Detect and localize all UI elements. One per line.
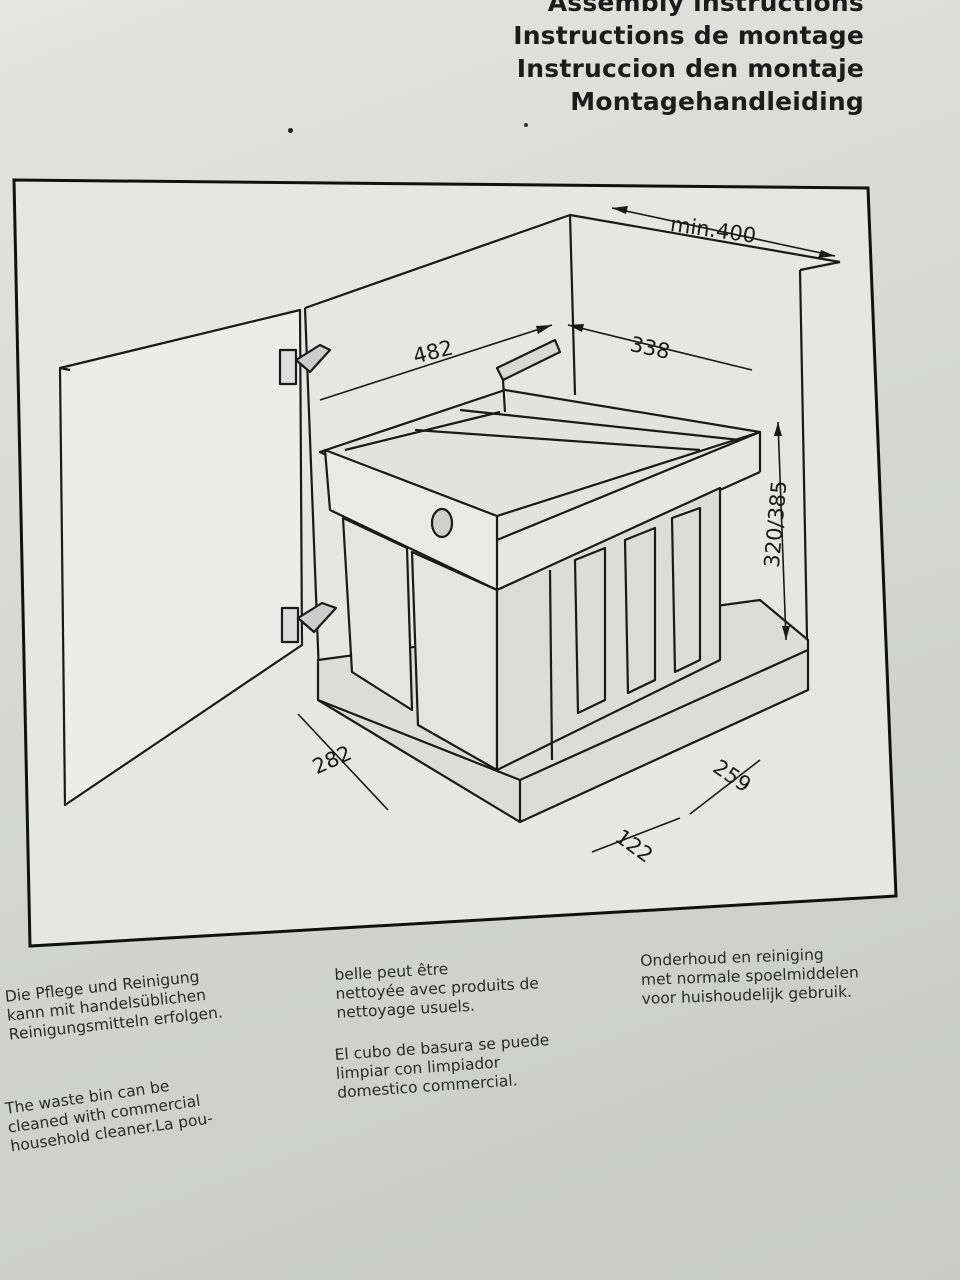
heading-fr: Instructions de montage <box>513 21 864 50</box>
hinge-top <box>278 343 332 386</box>
cabinet-drawing <box>12 178 898 948</box>
dimension-arrows <box>536 206 835 640</box>
title-block: Assembly instructions Instructions de mo… <box>344 0 864 118</box>
heading-es: Instruccion den montaje <box>516 54 864 83</box>
hinge-bottom <box>280 601 338 644</box>
bin-slots <box>573 506 702 715</box>
bin-left <box>341 516 414 712</box>
heading-nl: Montagehandleiding <box>570 87 864 116</box>
cabinet-back-corner <box>568 214 577 396</box>
assembly-diagram: min.400 482 338 320/385 282 259 122 <box>12 178 898 948</box>
print-dot <box>524 123 528 127</box>
caption-french: belle peut être nettoyée avec produits d… <box>334 960 540 1022</box>
bin-right <box>495 486 722 772</box>
caption-dutch: Onderhoud en reiniging met normale spoel… <box>640 945 860 1008</box>
cabinet-door <box>58 308 304 807</box>
heading-en: Assembly instructions <box>547 0 864 17</box>
print-dot <box>288 128 293 133</box>
brand-logo <box>430 507 454 539</box>
